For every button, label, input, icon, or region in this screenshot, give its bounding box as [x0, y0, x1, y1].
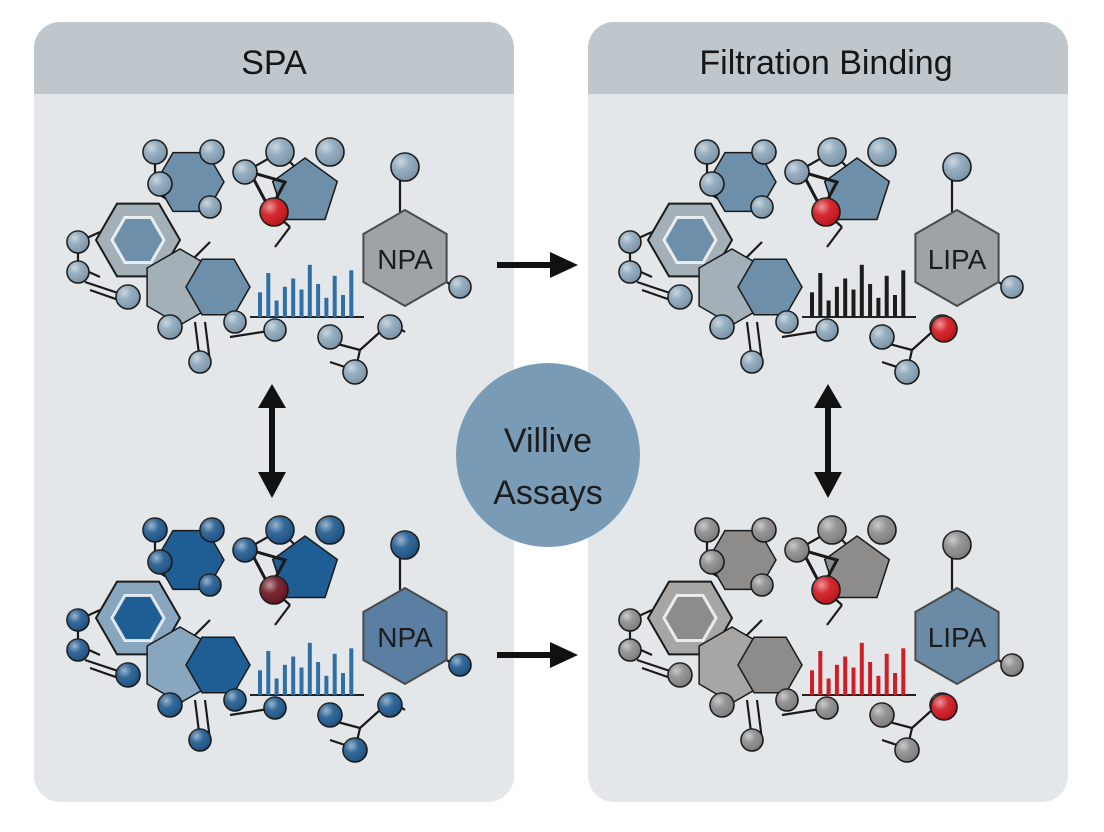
histogram-bar	[893, 673, 897, 695]
histogram-bar	[859, 642, 864, 696]
molecule-left-top: NPA	[66, 137, 472, 385]
histogram-bar	[868, 284, 873, 317]
arrow-top-right	[497, 252, 578, 278]
molecule-left-bottom: NPA	[66, 515, 472, 763]
histogram-bar	[818, 273, 823, 317]
center-badge: Villive Assays	[456, 363, 640, 547]
histogram-bar	[834, 664, 839, 696]
histogram-bar	[810, 292, 814, 318]
histogram-bar	[884, 653, 889, 696]
histogram-bar	[299, 667, 304, 695]
histogram-bar	[299, 289, 304, 317]
arrow-bottom-right	[497, 642, 578, 668]
center-label-line1: Villive	[504, 422, 592, 460]
histogram-bar	[258, 670, 262, 696]
hexagon-label: LIPA	[928, 244, 987, 275]
histogram-bar	[843, 278, 848, 317]
histogram-bar	[851, 289, 856, 317]
hexagon-label: NPA	[377, 244, 433, 275]
center-label-line2: Assays	[493, 474, 603, 512]
histogram-bar	[332, 653, 337, 696]
histogram-bar	[274, 300, 279, 317]
histogram-bar	[291, 656, 296, 695]
histogram-bar	[282, 286, 287, 318]
histogram-bar	[307, 264, 312, 318]
histogram-bar	[316, 284, 321, 317]
histogram-bar	[307, 642, 312, 696]
histogram-bar	[826, 300, 831, 317]
histogram-bar	[341, 295, 345, 317]
histogram-bar	[868, 662, 873, 695]
histogram-bar	[282, 664, 287, 696]
histogram-bar	[826, 678, 831, 695]
histogram-bar	[901, 270, 906, 318]
arrow-left-vertical	[258, 384, 286, 498]
histogram-bar	[316, 662, 321, 695]
histogram-bar	[291, 278, 296, 317]
arrow-right-vertical	[814, 384, 842, 498]
panel-title-spa: SPA	[241, 44, 307, 82]
molecule-right-bottom: LIPA	[618, 515, 1024, 763]
histogram-bar	[893, 295, 897, 317]
histogram-bar	[332, 275, 337, 318]
molecule-right-top: LIPA	[618, 137, 1024, 385]
histogram-bar	[834, 286, 839, 318]
histogram-bar	[876, 675, 881, 696]
histogram-bar	[851, 667, 856, 695]
hexagon-label: NPA	[377, 622, 433, 653]
histogram-bar	[274, 678, 279, 695]
histogram-bar	[876, 297, 881, 318]
histogram-bar	[258, 292, 262, 318]
histogram-bar	[859, 264, 864, 318]
histogram-bar	[266, 273, 271, 317]
panel-title-filtration-binding: Filtration Binding	[699, 44, 952, 82]
histogram-bar	[349, 270, 354, 318]
histogram-bar	[266, 651, 271, 695]
histogram-bar	[901, 648, 906, 696]
histogram-bar	[810, 670, 814, 696]
hexagon-label: LIPA	[928, 622, 987, 653]
histogram-bar	[818, 651, 823, 695]
histogram-bar	[324, 675, 329, 696]
histogram-bar	[341, 673, 345, 695]
histogram-bar	[349, 648, 354, 696]
histogram-bar	[324, 297, 329, 318]
histogram-bar	[843, 656, 848, 695]
histogram-bar	[884, 275, 889, 318]
